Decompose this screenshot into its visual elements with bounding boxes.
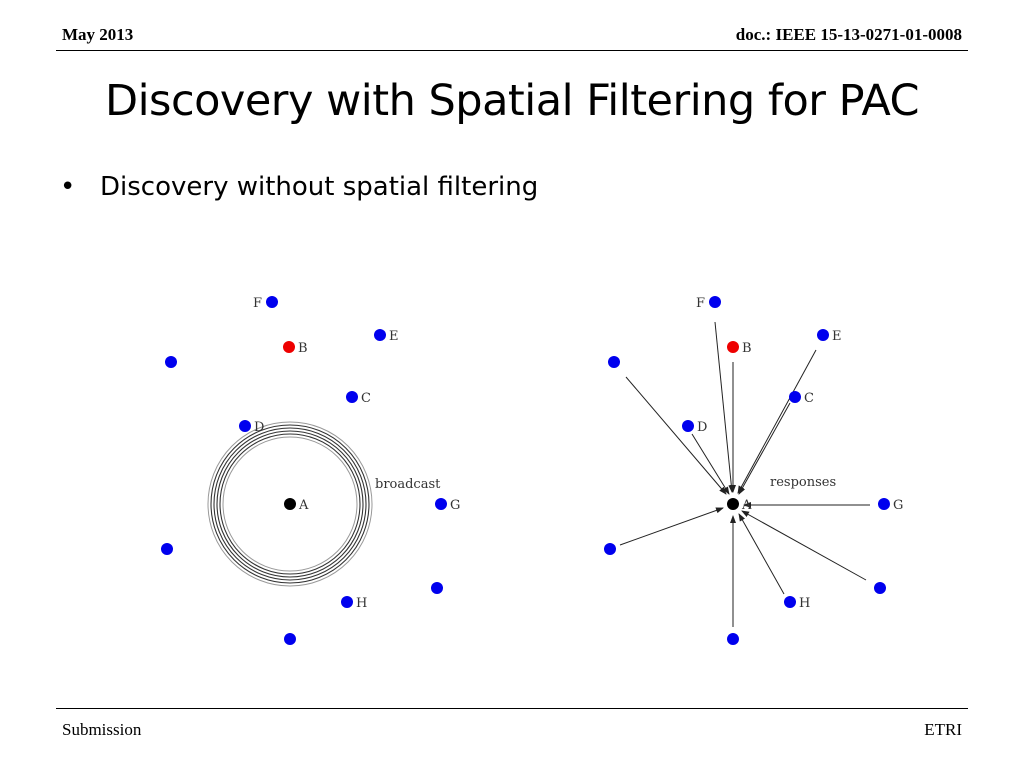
node-f-label: F: [253, 296, 262, 311]
node-g-label: G: [450, 498, 460, 513]
responses-diagram: responses A F B E C D G H: [604, 296, 903, 645]
header-divider: [56, 50, 968, 51]
bullet-text: Discovery without spatial filtering: [100, 172, 539, 202]
node-h-label: H: [356, 596, 367, 611]
node-f: [266, 296, 278, 308]
node-b-label: B: [298, 341, 308, 356]
bullet-marker: •: [60, 172, 76, 202]
node-c: [346, 391, 358, 403]
node-g: [435, 498, 447, 510]
node-b: [283, 341, 295, 353]
slide-title: Discovery with Spatial Filtering for PAC: [104, 76, 920, 126]
broadcast-rings: [207, 421, 373, 587]
footer-organization: ETRI: [924, 720, 962, 739]
node-g: [878, 498, 890, 510]
node-f: [709, 296, 721, 308]
node-unlabeled: [727, 633, 739, 645]
arrow-from-c: [738, 402, 791, 495]
response-arrows: [619, 321, 870, 627]
node-a-label: A: [298, 498, 309, 513]
arrow-from-unlabeled-3: [741, 510, 867, 581]
node-c-label: C: [361, 391, 371, 406]
node-h-label: H: [799, 596, 810, 611]
responses-label: responses: [770, 475, 836, 490]
node-unlabeled: [608, 356, 620, 368]
node-unlabeled: [431, 582, 443, 594]
node-g-label: G: [893, 498, 903, 513]
node-unlabeled: [284, 633, 296, 645]
node-unlabeled: [604, 543, 616, 555]
arrow-from-f: [714, 321, 735, 493]
node-a-center: [284, 498, 296, 510]
node-d-label: D: [697, 420, 707, 435]
node-h: [341, 596, 353, 608]
node-d: [682, 420, 694, 432]
node-unlabeled: [161, 543, 173, 555]
node-c: [789, 391, 801, 403]
node-b: [727, 341, 739, 353]
footer-submission: Submission: [62, 720, 142, 739]
arrow-from-e: [737, 349, 817, 494]
node-e-label: E: [832, 329, 842, 344]
node-e: [374, 329, 386, 341]
node-f-label: F: [696, 296, 705, 311]
node-a-center: [727, 498, 739, 510]
header-date: May 2013: [62, 25, 134, 44]
arrow-from-unlabeled-2: [619, 507, 724, 546]
node-unlabeled: [874, 582, 886, 594]
node-c-label: C: [804, 391, 814, 406]
node-unlabeled: [165, 356, 177, 368]
node-e-label: E: [389, 329, 399, 344]
node-d-label: D: [254, 420, 264, 435]
node-b-label: B: [742, 341, 752, 356]
header-doc-id: doc.: IEEE 15-13-0271-01-0008: [735, 25, 962, 44]
node-e: [817, 329, 829, 341]
node-d: [239, 420, 251, 432]
arrow-from-d: [691, 433, 730, 495]
arrow-from-h: [738, 513, 785, 595]
footer-divider: [56, 708, 968, 709]
broadcast-label: broadcast: [375, 477, 441, 492]
arrow-from-unlabeled-1: [625, 376, 727, 495]
node-a-label: A: [741, 498, 752, 513]
node-h: [784, 596, 796, 608]
broadcast-diagram: broadcast A F B E C D G H: [161, 296, 460, 645]
